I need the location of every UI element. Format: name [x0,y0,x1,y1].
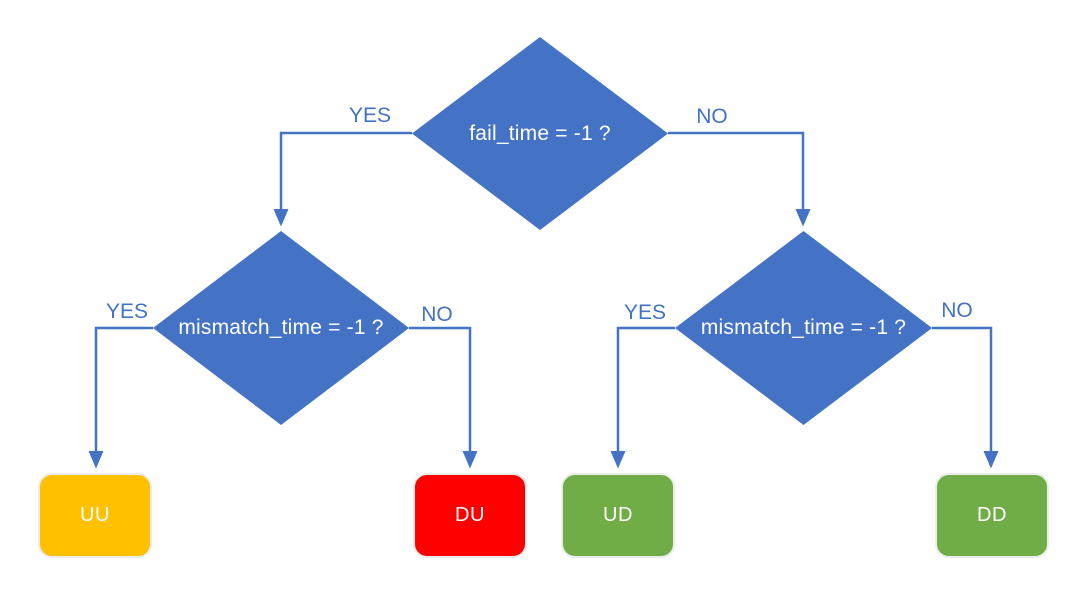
edge-label-right-yes: YES [623,301,667,324]
leaf-node-ud-label: UD [603,504,633,526]
leaf-node-du: DU [413,473,527,558]
leaf-node-du-label: DU [455,504,485,526]
decision-mismatch-time-left-label: mismatch_time = -1 ? [178,316,384,339]
connector-root-no [668,131,811,227]
connector-group [88,131,999,469]
leaf-node-uu: UU [38,473,152,558]
decision-mismatch-time-right-label: mismatch_time = -1 ? [700,316,907,339]
leaf-node-ud: UD [561,473,675,558]
edge-label-right-no: NO [941,299,973,322]
edge-label-left-no: NO [421,303,453,326]
leaf-node-dd-label: DD [977,504,1007,526]
connector-left-no [409,326,478,469]
connector-right-yes [610,326,675,469]
connector-left-yes [88,326,153,469]
decision-fail-time-label: fail_time = -1 ? [469,121,611,145]
connector-right-no [932,326,999,469]
leaf-node-dd: DD [935,473,1049,558]
edge-label-left-yes: YES [105,300,149,323]
edge-label-root-yes: YES [348,104,392,127]
edge-label-root-no: NO [696,105,728,128]
leaf-node-uu-label: UU [80,504,110,526]
connector-root-yes [273,131,412,227]
